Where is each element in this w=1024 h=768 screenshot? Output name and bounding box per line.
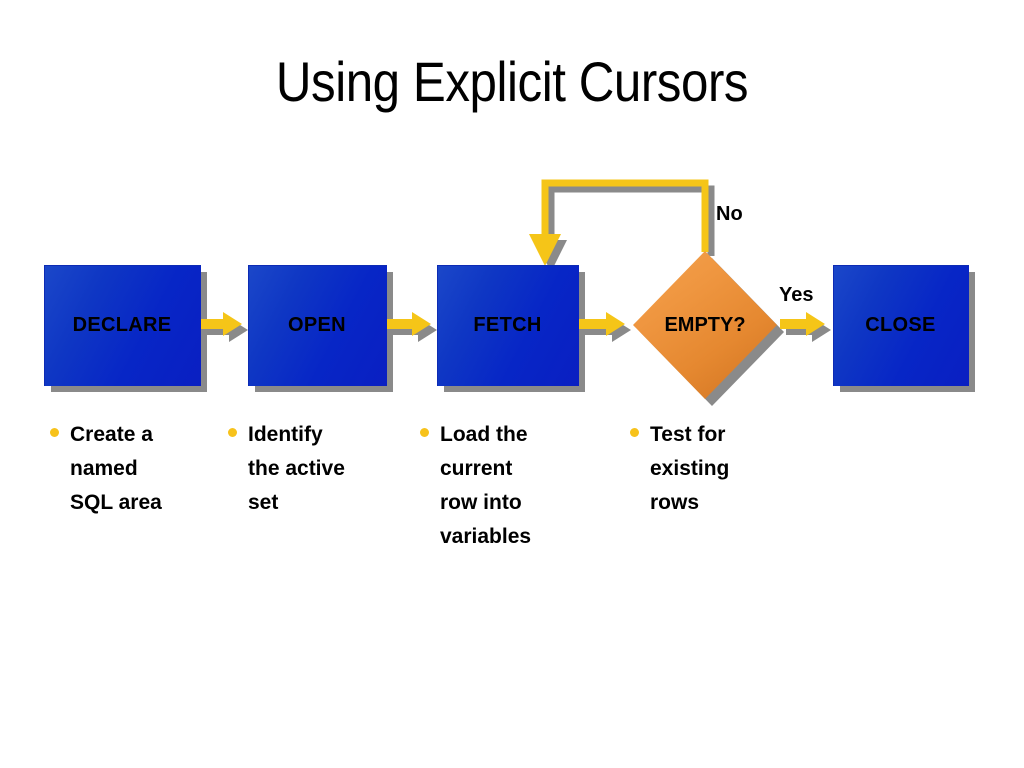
- flow-node-fetch-face: [437, 265, 579, 386]
- page-title: Using Explicit Cursors: [275, 50, 749, 113]
- flow-node-open[interactable]: OPEN: [248, 265, 387, 386]
- arrow-empty-to-close: [780, 312, 825, 336]
- flow-node-close-face: [833, 265, 969, 386]
- loop-arrowhead: [529, 234, 561, 266]
- arrow-fetch-to-empty: [578, 312, 625, 336]
- loop-connector-no: [541, 179, 709, 252]
- flow-node-declare-label: DECLARE: [72, 313, 172, 336]
- flow-node-empty-label: EMPTY?: [664, 313, 746, 336]
- flow-node-close[interactable]: CLOSE: [833, 265, 969, 386]
- bullet-dot-icon: [228, 428, 237, 437]
- flow-node-declare[interactable]: DECLARE: [44, 265, 201, 386]
- branch-label-yes: Yes: [779, 284, 814, 306]
- arrow-declare-to-open: [199, 312, 242, 336]
- flow-node-declare-face: [44, 265, 201, 386]
- arrow-open-to-fetch: [386, 312, 431, 336]
- loop-connector-shadow: [547, 185, 715, 256]
- bullet-dot-icon: [50, 428, 59, 437]
- flow-node-fetch-label: FETCH: [473, 313, 542, 336]
- flow-node-empty[interactable]: EMPTY?: [633, 251, 777, 399]
- flow-node-fetch[interactable]: FETCH: [437, 265, 579, 386]
- bullet-dot-icon: [420, 428, 429, 437]
- flow-node-open-face: [248, 265, 387, 386]
- flow-node-open-label: OPEN: [288, 313, 346, 336]
- flow-node-close-label: CLOSE: [865, 313, 936, 336]
- bullet-dot-icon: [630, 428, 639, 437]
- branch-label-no: No: [716, 203, 743, 225]
